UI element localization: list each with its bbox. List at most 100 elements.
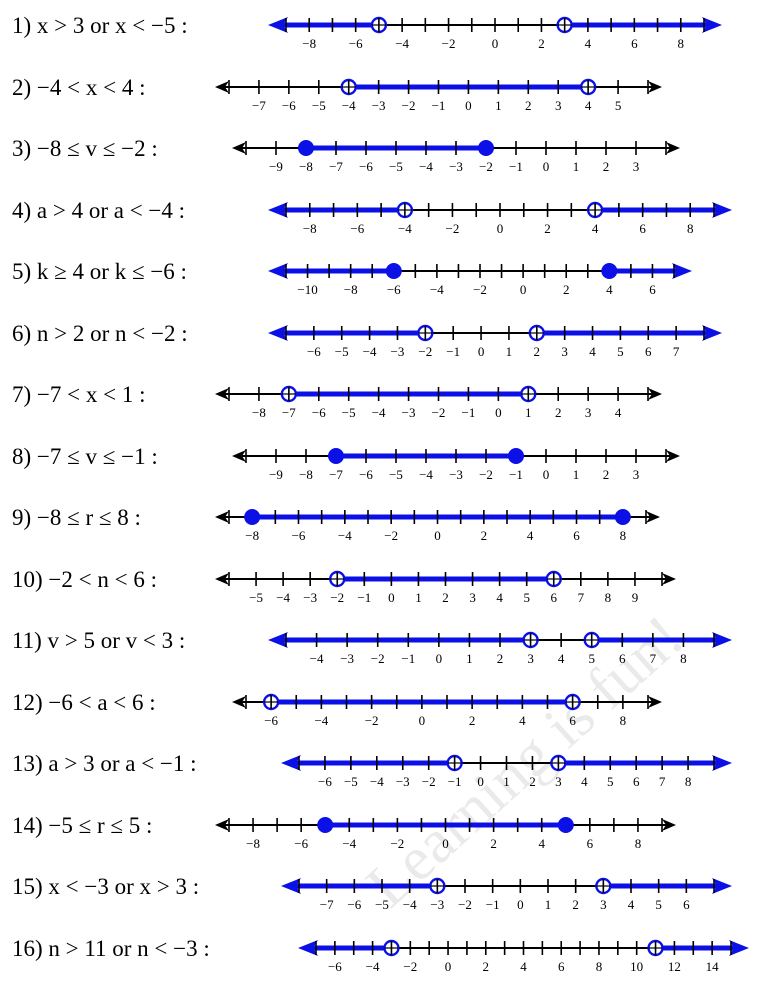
tick-label: 3 [633, 159, 640, 174]
tick-label: −4 [276, 590, 290, 605]
problem-label: 4) a > 4 or a < −4 : [12, 197, 186, 223]
tick-label: −1 [462, 405, 476, 420]
tick-label: −5 [335, 344, 349, 359]
tick-label: −3 [303, 590, 317, 605]
tick-label: 2 [529, 774, 536, 789]
tick-label: −2 [432, 405, 446, 420]
closed-endpoint [328, 447, 344, 464]
left-arrow [215, 80, 229, 93]
tick-label: −5 [342, 405, 356, 420]
tick-label: 0 [445, 959, 452, 974]
tick-label: 9 [632, 590, 639, 605]
tick-label: 4 [520, 959, 527, 974]
tick-label: −7 [329, 159, 343, 174]
tick-label: 4 [589, 344, 596, 359]
tick-label: 5 [607, 774, 614, 789]
tick-label: 4 [585, 98, 592, 113]
tick-label: 2 [534, 344, 541, 359]
tick-label: 2 [481, 528, 488, 543]
tick-label: −2 [384, 528, 398, 543]
tick-label: 2 [603, 467, 610, 482]
tick-label: 3 [633, 467, 640, 482]
tick-label: −5 [312, 98, 326, 113]
tick-label: −6 [282, 98, 296, 113]
right-arrow [662, 572, 676, 585]
tick-label: −4 [370, 774, 384, 789]
tick-label: 8 [687, 221, 694, 236]
closed-endpoint [298, 140, 314, 156]
tick-label: −4 [398, 221, 412, 236]
tick-label: 0 [492, 36, 499, 51]
problem-label: 6) n > 2 or n < −2 : [12, 320, 188, 346]
tick-label: 3 [585, 405, 592, 420]
tick-label: −8 [344, 282, 358, 297]
tick-label: 6 [639, 221, 646, 236]
tick-label: 2 [572, 897, 579, 912]
right-arrow [729, 939, 749, 956]
tick-label: 4 [628, 897, 635, 912]
left-arrow [268, 263, 288, 279]
tick-label: 4 [581, 774, 588, 789]
tick-label: −5 [344, 774, 358, 789]
problem-label: 11) v > 5 or v < 3 : [12, 628, 186, 653]
tick-label: −7 [320, 897, 334, 912]
tick-label: −6 [307, 344, 321, 359]
tick-label: −4 [310, 651, 324, 666]
tick-label: −8 [302, 36, 316, 51]
tick-label: −8 [245, 528, 259, 543]
right-arrow [662, 818, 676, 831]
tick-label: 2 [538, 36, 545, 51]
tick-label: −9 [269, 467, 283, 482]
left-arrow [281, 755, 301, 771]
tick-label: −1 [486, 897, 500, 912]
tick-label: 1 [573, 467, 580, 482]
tick-label: 7 [673, 344, 680, 359]
right-arrow [666, 142, 680, 154]
tick-label: 8 [635, 836, 642, 851]
tick-label: −5 [249, 590, 263, 605]
tick-label: −1 [357, 590, 371, 605]
tick-label: −2 [390, 836, 404, 851]
tick-label: −8 [303, 221, 317, 236]
tick-label: 6 [645, 344, 652, 359]
tick-label: −2 [371, 651, 385, 666]
tick-label: 8 [685, 774, 692, 789]
tick-label: −2 [446, 221, 460, 236]
problem-label: 13) a > 3 or a < −1 : [12, 751, 197, 776]
tick-label: 5 [615, 98, 622, 113]
tick-label: 3 [561, 344, 568, 359]
tick-label: 6 [633, 774, 640, 789]
tick-label: −2 [479, 159, 493, 174]
tick-label: 0 [543, 159, 550, 174]
tick-label: 5 [655, 897, 662, 912]
tick-label: −6 [294, 836, 308, 851]
right-arrow [712, 632, 732, 648]
tick-label: −8 [299, 467, 313, 482]
left-arrow [298, 939, 318, 956]
closed-endpoint [557, 816, 574, 833]
tick-label: −8 [246, 836, 260, 851]
tick-label: 8 [680, 651, 687, 666]
tick-label: −3 [340, 651, 354, 666]
left-arrow [268, 632, 288, 648]
right-arrow [702, 17, 722, 33]
tick-label: −4 [366, 959, 380, 974]
tick-label: −1 [446, 344, 460, 359]
tick-label: 8 [678, 36, 685, 51]
tick-label: −6 [359, 467, 373, 482]
left-arrow [281, 878, 301, 894]
tick-label: 2 [525, 98, 532, 113]
